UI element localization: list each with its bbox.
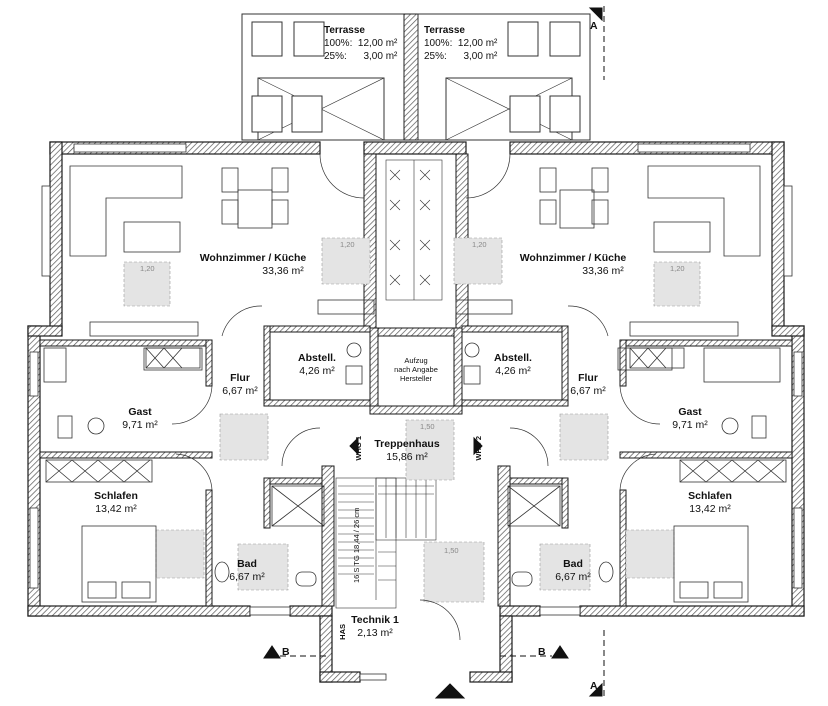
room-flur-right-name: Flur — [578, 372, 598, 384]
room-schlafen-left: Schlafen 13,42 m² — [86, 490, 146, 516]
aufzug-line3: Hersteller — [399, 374, 433, 383]
dim-label: 1,50 — [420, 422, 435, 431]
room-gast-left: Gast 9,71 m² — [110, 406, 170, 432]
room-abstell-left-area: 4,26 m² — [299, 365, 335, 377]
room-abstell-left: Abstell. 4,26 m² — [282, 352, 352, 378]
room-wohn-right-area: 33,36 m² — [582, 265, 624, 277]
interior-walls — [39, 153, 793, 607]
room-technik-area: 2,13 m² — [357, 627, 393, 639]
clearance-areas — [123, 237, 701, 603]
room-wohn-left-name: Wohnzimmer / Küche — [199, 252, 307, 264]
room-abstell-right: Abstell. 4,26 m² — [478, 352, 548, 378]
room-flur-right: Flur 6,67 m² — [558, 372, 618, 398]
dim-label: 1,20 — [670, 264, 685, 273]
room-technik-name: Technik 1 — [351, 614, 399, 626]
section-a-top: A — [590, 20, 598, 32]
terrace-right-line1: 100%: 12,00 m² — [424, 38, 498, 49]
room-flur-left-area: 6,67 m² — [222, 385, 258, 397]
room-gast-left-name: Gast — [128, 406, 152, 418]
room-schlafen-left-area: 13,42 m² — [95, 503, 137, 515]
terrace-right-name: Terrasse — [424, 25, 465, 36]
whg2-label: WHG 2 — [474, 436, 483, 461]
room-schlafen-right-name: Schlafen — [688, 490, 732, 502]
room-gast-right-name: Gast — [678, 406, 702, 418]
room-flur-right-area: 6,67 m² — [570, 385, 606, 397]
terrace-right — [417, 13, 591, 141]
dim-label: 1,50 — [444, 546, 459, 555]
section-markers — [263, 6, 605, 700]
section-a-bottom: A — [590, 680, 598, 692]
whg1-label: WHG 1 — [354, 436, 363, 461]
aufzug-line1: Aufzug — [404, 356, 428, 365]
room-flur-left: Flur 6,67 m² — [210, 372, 270, 398]
terrace-left-line1: 100%: 12,00 m² — [324, 38, 398, 49]
room-bad-right-name: Bad — [563, 558, 583, 570]
room-wohn-right-name: Wohnzimmer / Küche — [519, 252, 627, 264]
room-bad-left-area: 6,67 m² — [229, 571, 265, 583]
room-abstell-right-name: Abstell. — [494, 352, 532, 364]
aufzug-label: Aufzug nach Angabe Hersteller — [378, 356, 454, 383]
shaft-installation — [385, 159, 443, 301]
room-treppenhaus: Treppenhaus 15,86 m² — [362, 438, 452, 464]
section-b-left: B — [282, 646, 290, 658]
room-schlafen-right-area: 13,42 m² — [689, 503, 731, 515]
room-technik: Technik 1 2,13 m² — [340, 614, 410, 640]
room-schlafen-right: Schlafen 13,42 m² — [680, 490, 740, 516]
room-gast-right: Gast 9,71 m² — [660, 406, 720, 432]
dim-label: 1,20 — [140, 264, 155, 273]
room-abstell-right-area: 4,26 m² — [495, 365, 531, 377]
terrace-right-label: Terrasse 100%: 12,00 m² 25%: 3,00 m² — [424, 24, 497, 63]
dim-label: 1,20 — [340, 240, 355, 249]
stair — [335, 477, 437, 609]
doors — [171, 153, 661, 641]
room-schlafen-left-name: Schlafen — [94, 490, 138, 502]
room-wohn-left: Wohnzimmer / Küche 33,36 m² — [188, 252, 318, 278]
room-bad-right-area: 6,67 m² — [555, 571, 591, 583]
room-treppenhaus-name: Treppenhaus — [374, 438, 440, 450]
room-bad-left: Bad 6,67 m² — [222, 558, 272, 584]
room-abstell-left-name: Abstell. — [298, 352, 336, 364]
terrace-left-label: Terrasse 100%: 12,00 m² 25%: 3,00 m² — [324, 24, 397, 63]
room-gast-right-area: 9,71 m² — [672, 419, 708, 431]
room-wohn-left-area: 33,36 m² — [262, 265, 304, 277]
terrace-left-name: Terrasse — [324, 25, 365, 36]
room-bad-right: Bad 6,67 m² — [548, 558, 598, 584]
section-b-right: B — [538, 646, 546, 658]
room-bad-left-name: Bad — [237, 558, 257, 570]
terrace-left-line2: 25%: 3,00 m² — [324, 51, 398, 62]
room-flur-left-name: Flur — [230, 372, 250, 384]
stair-label: 16 S TG 18,44 / 26 cm — [352, 507, 361, 583]
has-label: HAS — [338, 624, 347, 640]
room-wohn-right: Wohnzimmer / Küche 33,36 m² — [508, 252, 638, 278]
windows — [29, 143, 803, 681]
furniture — [43, 165, 787, 603]
dim-label: 1,20 — [472, 240, 487, 249]
terrace-right-line2: 25%: 3,00 m² — [424, 51, 498, 62]
room-treppenhaus-area: 15,86 m² — [386, 451, 428, 463]
terrace-left — [241, 13, 419, 141]
aufzug-line2: nach Angabe — [394, 365, 438, 374]
room-gast-left-area: 9,71 m² — [122, 419, 158, 431]
